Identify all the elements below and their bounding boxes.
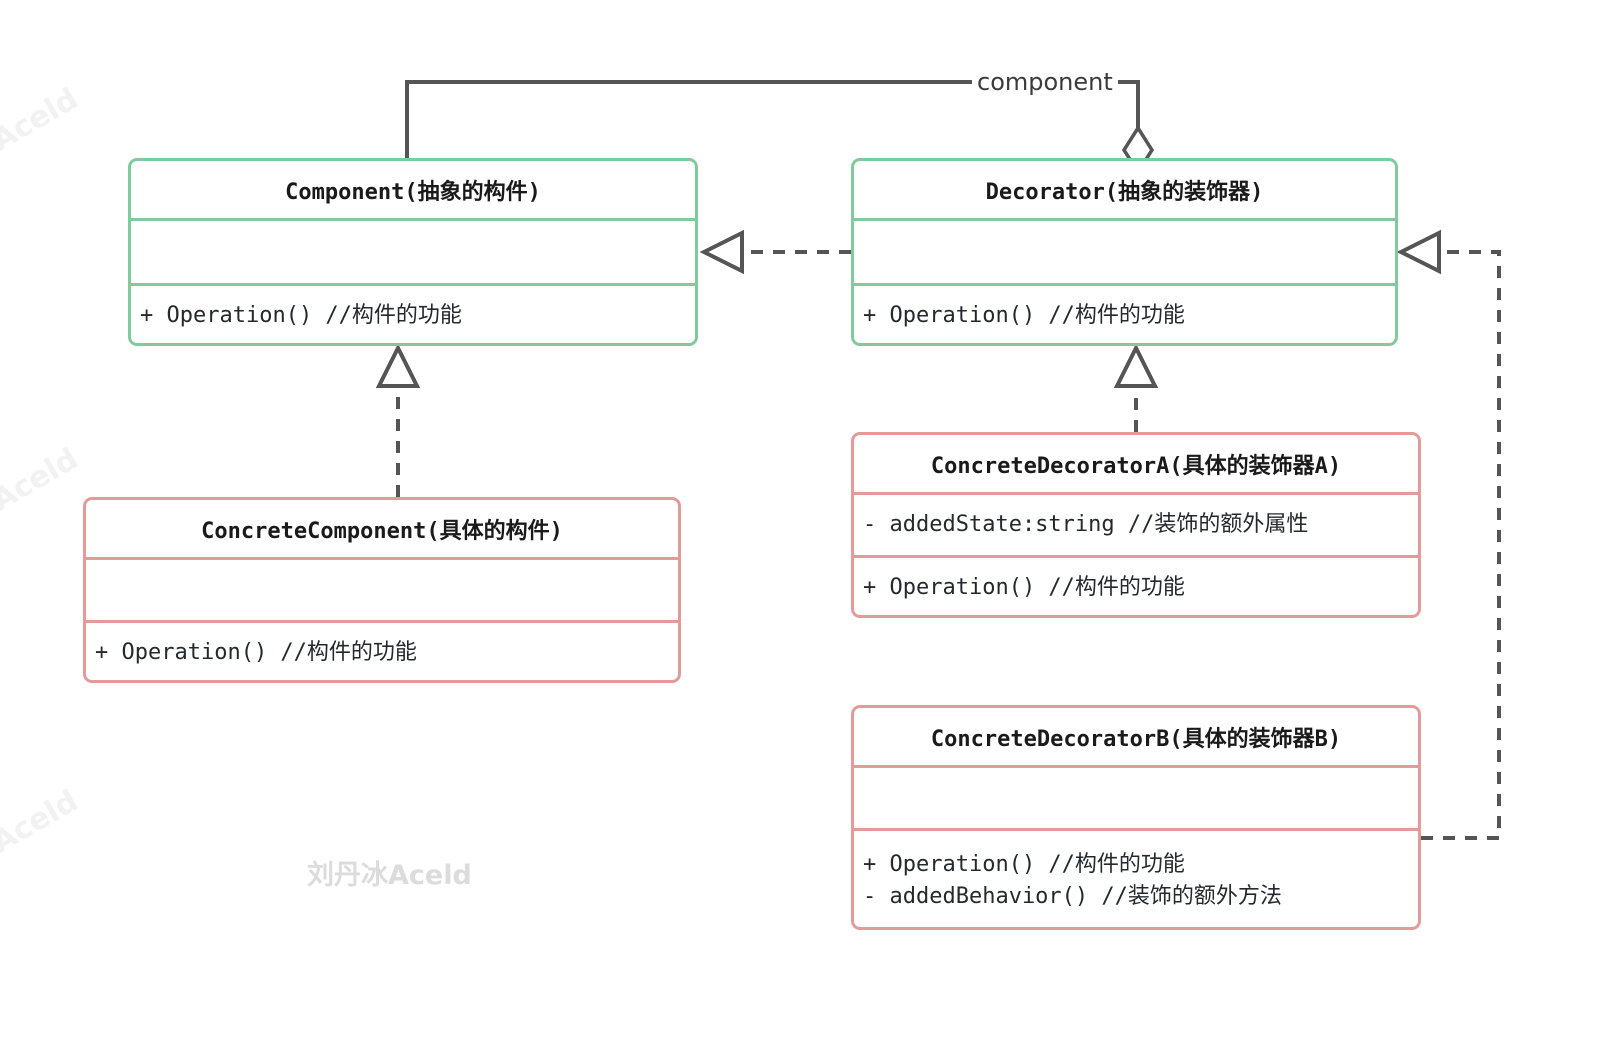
class-box-concrete-decorator-a[interactable]: ConcreteDecoratorA(具体的装饰器A) - addedState…	[851, 432, 1421, 618]
realization-triangle	[1396, 229, 1441, 275]
watermark-center: 刘丹冰Aceld	[307, 860, 472, 891]
class-separator	[854, 828, 1418, 831]
class-attributes-concrete-decorator-b	[854, 768, 1418, 828]
class-title-concrete-decorator-b: ConcreteDecoratorB(具体的装饰器B)	[930, 726, 1342, 752]
class-separator	[854, 555, 1418, 558]
class-member-row: - addedState:string //装饰的额外属性	[863, 512, 1309, 538]
class-operations-decorator: + Operation() //构件的功能	[854, 286, 1395, 343]
relation-realization-decorator-b-decorator	[1396, 229, 1501, 840]
relation-realization-decorator-a-decorator	[1113, 343, 1159, 432]
class-separator	[131, 283, 695, 286]
realization-triangle	[699, 229, 744, 275]
realization-triangle	[375, 343, 421, 388]
class-separator	[854, 492, 1418, 495]
class-separator	[86, 620, 678, 623]
class-separator	[854, 283, 1395, 286]
class-box-concrete-decorator-b[interactable]: ConcreteDecoratorB(具体的装饰器B) + Operation(…	[851, 705, 1421, 930]
edge-label-component: component	[972, 68, 1118, 96]
class-separator	[854, 218, 1395, 221]
class-title-component: Component(抽象的构件)	[285, 179, 541, 205]
class-member-row: + Operation() //构件的功能	[863, 303, 1185, 329]
class-attributes-component	[131, 221, 695, 283]
relation-realization-decorator-component	[699, 229, 851, 275]
class-attributes-concrete-component	[86, 560, 678, 620]
class-operations-concrete-decorator-b: + Operation() //构件的功能 - addedBehavior() …	[854, 831, 1418, 927]
class-member-row: - addedBehavior() //装饰的额外方法	[863, 883, 1282, 909]
class-attributes-concrete-decorator-a: - addedState:string //装饰的额外属性	[854, 495, 1418, 555]
class-operations-concrete-decorator-a: + Operation() //构件的功能	[854, 558, 1418, 615]
class-operations-concrete-component: + Operation() //构件的功能	[86, 623, 678, 680]
class-separator	[86, 557, 678, 560]
class-separator	[854, 765, 1418, 768]
class-separator	[131, 218, 695, 221]
class-member-row: + Operation() //构件的功能	[863, 575, 1185, 601]
class-box-concrete-component[interactable]: ConcreteComponent(具体的构件) + Operation() /…	[83, 497, 681, 683]
class-attributes-decorator	[854, 221, 1395, 283]
class-member-row: + Operation() //构件的功能	[863, 851, 1185, 877]
class-operations-component: + Operation() //构件的功能	[131, 286, 695, 343]
class-title-concrete-decorator-a: ConcreteDecoratorA(具体的装饰器A)	[930, 453, 1342, 479]
relation-realization-concrete-component-component	[375, 343, 421, 497]
class-box-component[interactable]: Component(抽象的构件) + Operation() //构件的功能	[128, 158, 698, 346]
class-member-row: + Operation() //构件的功能	[140, 303, 462, 329]
realization-triangle	[1113, 343, 1159, 388]
class-member-row: + Operation() //构件的功能	[95, 640, 417, 666]
class-box-decorator[interactable]: Decorator(抽象的装饰器) + Operation() //构件的功能	[851, 158, 1398, 346]
class-title-concrete-component: ConcreteComponent(具体的构件)	[201, 518, 563, 544]
class-title-decorator: Decorator(抽象的装饰器)	[985, 179, 1264, 205]
